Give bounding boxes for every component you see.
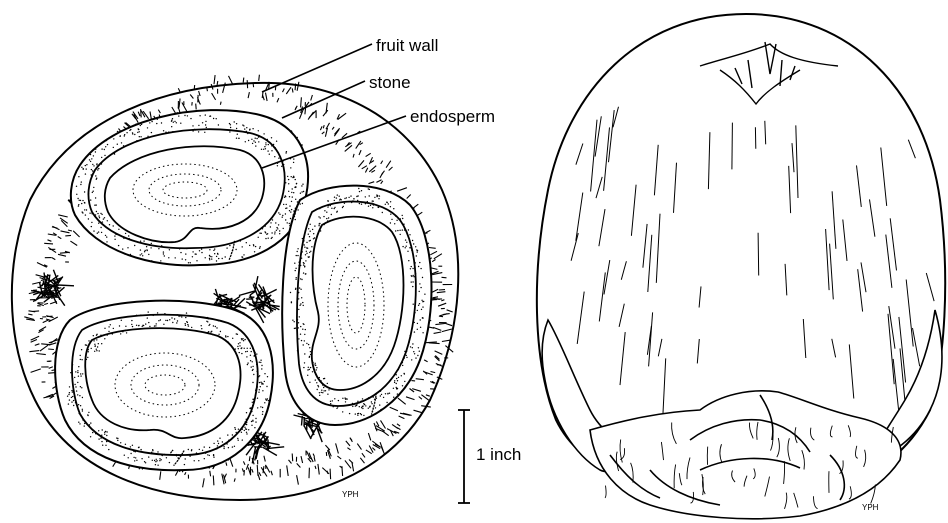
signature-right: YPH	[862, 503, 879, 512]
whole-fruit-drawing: YPH	[537, 14, 945, 519]
cross-section-drawing	[12, 75, 458, 500]
leader-stone	[282, 81, 365, 118]
signature-left: YPH	[342, 490, 359, 499]
scale-bar: 1 inch	[458, 410, 521, 503]
label-fruit-wall: fruit wall	[376, 36, 438, 55]
label-stone: stone	[369, 73, 411, 92]
label-endosperm: endosperm	[410, 107, 495, 126]
scale-bar-label: 1 inch	[476, 445, 521, 464]
